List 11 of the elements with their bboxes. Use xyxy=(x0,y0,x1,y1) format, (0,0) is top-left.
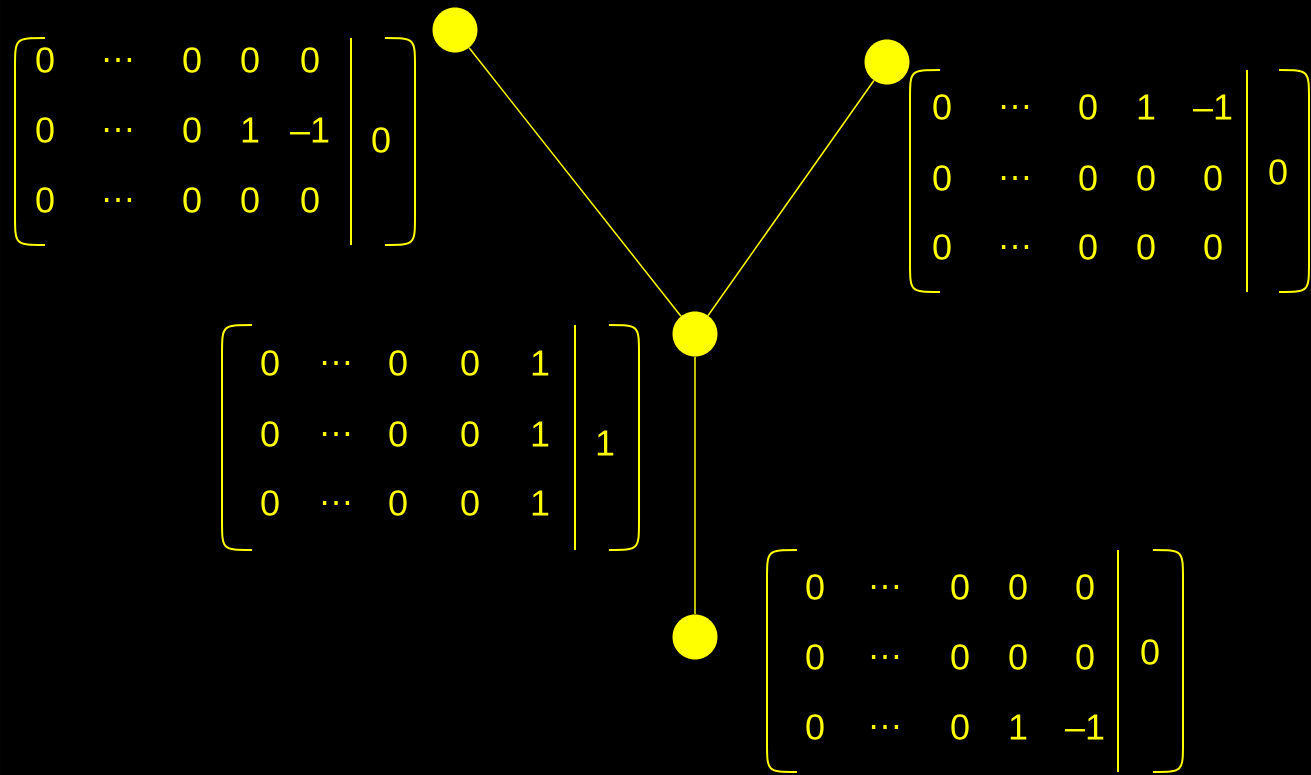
connector-line xyxy=(694,355,696,616)
vertex-dot xyxy=(432,7,478,53)
vertex-dot xyxy=(864,39,910,85)
augmented-matrix: 0 … 0 0 0 0 … 0 0 0 0 … 0 1 –1 0 xyxy=(766,549,1184,773)
connector-line xyxy=(468,47,682,317)
connector-line xyxy=(707,79,875,317)
augmented-matrix: 0 … 0 1 –1 0 … 0 0 0 0 … 0 0 0 0 xyxy=(909,69,1310,293)
augmented-matrix: 0 … 0 0 1 0 … 0 0 1 0 … 0 0 1 1 xyxy=(221,324,640,551)
augmented-matrix: 0 … 0 0 0 0 … 0 1 –1 0 … 0 0 0 0 xyxy=(14,37,416,246)
vertex-dot xyxy=(672,614,718,660)
vertex-dot xyxy=(672,311,718,357)
